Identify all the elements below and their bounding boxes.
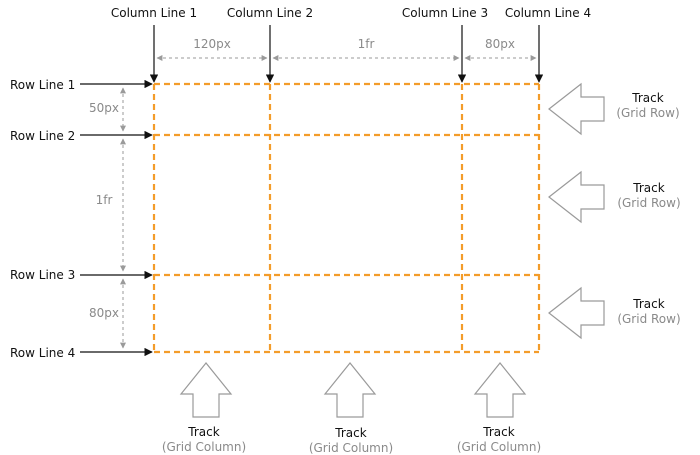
row-size-label: 50px <box>89 101 119 115</box>
row-track-title: Track <box>632 297 664 311</box>
column-track-arrows <box>179 362 527 418</box>
column-size-labels: 120px 1fr 80px <box>193 37 515 51</box>
column-line-label: Column Line 2 <box>227 6 313 20</box>
row-size-label: 80px <box>89 306 119 320</box>
row-track-title: Track <box>631 91 663 105</box>
row-line-labels: Row Line 1 Row Line 2 Row Line 3 Row Lin… <box>10 78 75 360</box>
grid-lines <box>152 82 541 354</box>
row-line-label: Row Line 1 <box>10 78 75 92</box>
column-track-labels: Track (Grid Column) Track (Grid Column) … <box>162 425 541 455</box>
column-track-title: Track <box>187 425 219 439</box>
row-track-title: Track <box>632 181 664 195</box>
column-line-labels: Column Line 1 Column Line 2 Column Line … <box>111 6 591 20</box>
column-size-label: 1fr <box>358 37 375 51</box>
row-size-labels: 50px 1fr 80px <box>89 101 119 320</box>
row-line-label: Row Line 4 <box>10 346 75 360</box>
column-line-label: Column Line 3 <box>402 6 488 20</box>
column-line-label: Column Line 1 <box>111 6 197 20</box>
row-line-label: Row Line 3 <box>10 268 75 282</box>
hollow-arrow-icon <box>473 362 527 418</box>
column-track-subtitle: (Grid Column) <box>309 441 393 455</box>
hollow-arrow-icon <box>179 362 233 418</box>
column-size-label: 80px <box>485 37 515 51</box>
column-line-arrows <box>149 25 544 83</box>
column-size-label: 120px <box>193 37 231 51</box>
row-track-labels: Track (Grid Row) Track (Grid Row) Track … <box>616 91 680 326</box>
row-track-arrows <box>548 82 605 340</box>
row-line-label: Row Line 2 <box>10 129 75 143</box>
row-track-subtitle: (Grid Row) <box>616 106 679 120</box>
column-track-title: Track <box>482 425 514 439</box>
row-track-subtitle: (Grid Row) <box>617 312 680 326</box>
row-track-subtitle: (Grid Row) <box>617 196 680 210</box>
column-track-subtitle: (Grid Column) <box>162 440 246 454</box>
row-size-label: 1fr <box>96 193 113 207</box>
column-track-title: Track <box>334 426 366 440</box>
hollow-arrow-icon <box>548 170 605 224</box>
row-line-arrows <box>80 79 153 357</box>
hollow-arrow-icon <box>548 82 605 136</box>
column-track-subtitle: (Grid Column) <box>457 440 541 454</box>
column-line-label: Column Line 4 <box>505 6 591 20</box>
hollow-arrow-icon <box>323 362 377 418</box>
hollow-arrow-icon <box>548 286 605 340</box>
